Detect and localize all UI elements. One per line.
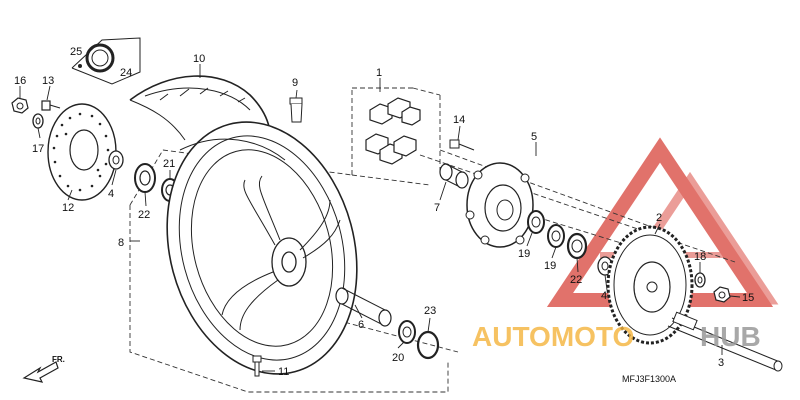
watermark-part-b: HUB bbox=[700, 321, 761, 352]
part-label-11: 11 bbox=[278, 366, 289, 378]
part-label-14: 14 bbox=[453, 114, 465, 126]
rear-wheel-collar-icon bbox=[335, 287, 392, 327]
dust-seal-left-icon bbox=[134, 163, 156, 193]
part-label-24: 24 bbox=[120, 67, 132, 79]
part-label-18: 18 bbox=[694, 251, 706, 263]
damper-rubbers-icon bbox=[365, 97, 421, 165]
bearing-flange-outer-icon bbox=[547, 224, 565, 248]
wheel-bearing-right-icon bbox=[398, 320, 416, 344]
part-label-6: 6 bbox=[358, 319, 364, 331]
part-label-25: 25 bbox=[70, 46, 82, 58]
valve-stem-icon bbox=[252, 355, 262, 377]
front-direction-arrow-icon: FR. bbox=[22, 355, 65, 383]
part-label-22-right: 22 bbox=[570, 274, 582, 286]
part-label-4-right: 4 bbox=[601, 290, 607, 302]
part-label-5: 5 bbox=[531, 131, 537, 143]
driven-sprocket-icon bbox=[606, 225, 694, 345]
diagram-code: MFJ3F1300A bbox=[622, 374, 676, 384]
tire-valve-icon bbox=[289, 97, 303, 123]
part-label-20: 20 bbox=[392, 352, 404, 364]
part-label-21: 21 bbox=[163, 158, 175, 170]
watermark-part-a: AUTOMOTO bbox=[472, 321, 634, 352]
part-label-17: 17 bbox=[32, 143, 44, 155]
dust-seal-right-icon bbox=[566, 232, 588, 260]
part-label-2: 2 bbox=[656, 212, 662, 224]
label-box bbox=[71, 37, 141, 85]
part-label-23: 23 bbox=[424, 305, 436, 317]
part-label-4-left: 4 bbox=[108, 188, 114, 200]
part-label-3: 3 bbox=[718, 357, 724, 369]
part-label-19-outer: 19 bbox=[544, 260, 556, 272]
part-label-15: 15 bbox=[742, 292, 754, 304]
leader-lines bbox=[19, 64, 741, 372]
watermark-text: AUTOMOTO HUB bbox=[472, 321, 761, 352]
part-label-19-flange: 19 bbox=[518, 248, 530, 260]
part-label-9: 9 bbox=[292, 77, 298, 89]
disc-bolt-icon bbox=[41, 100, 61, 111]
part-label-12: 12 bbox=[62, 202, 74, 214]
part-labels: 16 13 17 12 4 22 21 25 24 10 9 8 1 14 5 … bbox=[14, 46, 754, 378]
final-driven-flange-icon bbox=[465, 162, 534, 248]
brake-disc-icon bbox=[47, 103, 117, 201]
front-indicator-label: FR. bbox=[52, 355, 65, 364]
part-label-22-left: 22 bbox=[138, 209, 150, 221]
axle-nut-icon bbox=[11, 97, 29, 114]
flange-bolt-icon bbox=[449, 139, 475, 151]
part-label-8: 8 bbox=[118, 237, 124, 249]
washer-left-icon bbox=[32, 113, 44, 129]
rear-wheel-icon bbox=[166, 121, 358, 375]
washer-right-icon bbox=[694, 272, 706, 288]
part-label-7: 7 bbox=[434, 202, 440, 214]
bearing-flange-icon bbox=[527, 210, 545, 234]
part-label-1: 1 bbox=[376, 67, 382, 79]
o-ring-icon bbox=[416, 330, 440, 360]
part-label-13: 13 bbox=[42, 75, 54, 87]
sprocket-nut-icon bbox=[713, 286, 731, 303]
distance-collar-left-icon bbox=[108, 150, 124, 170]
part-label-10: 10 bbox=[193, 53, 205, 65]
part-label-16: 16 bbox=[14, 75, 26, 87]
flange-collar-icon bbox=[439, 163, 469, 189]
